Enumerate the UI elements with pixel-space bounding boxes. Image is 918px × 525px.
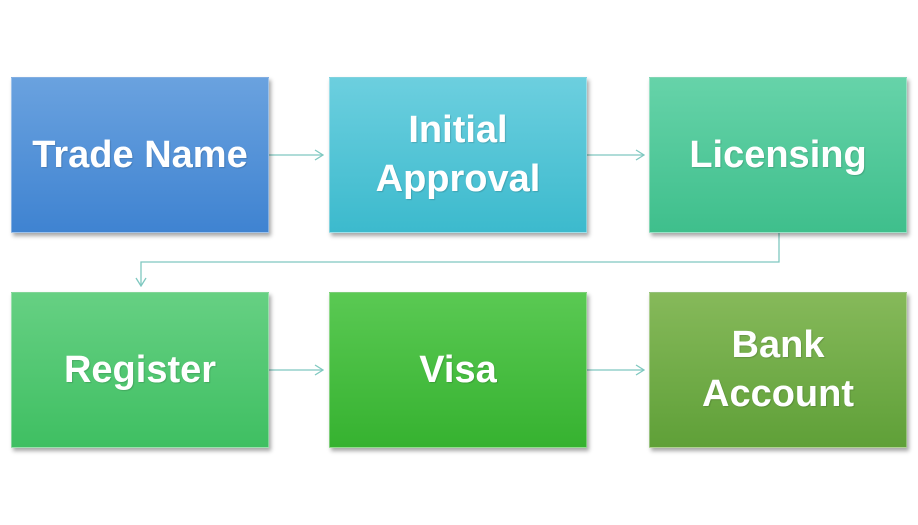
step-label: Visa: [419, 348, 497, 391]
step-label: Initial Approval: [375, 109, 541, 200]
step-label: Bank Account: [702, 324, 854, 415]
arrow-licensing-to-register: [141, 233, 780, 286]
step-licensing: Licensing: [649, 77, 907, 233]
step-label: Trade Name: [32, 133, 248, 176]
step-register: Register: [11, 292, 269, 448]
step-bank-account: Bank Account: [649, 292, 907, 448]
step-visa: Visa: [329, 292, 587, 448]
step-trade-name: Trade Name: [11, 77, 269, 233]
step-label: Licensing: [689, 133, 867, 176]
step-label: Register: [63, 348, 217, 391]
step-initial-approval: Initial Approval: [329, 77, 587, 233]
